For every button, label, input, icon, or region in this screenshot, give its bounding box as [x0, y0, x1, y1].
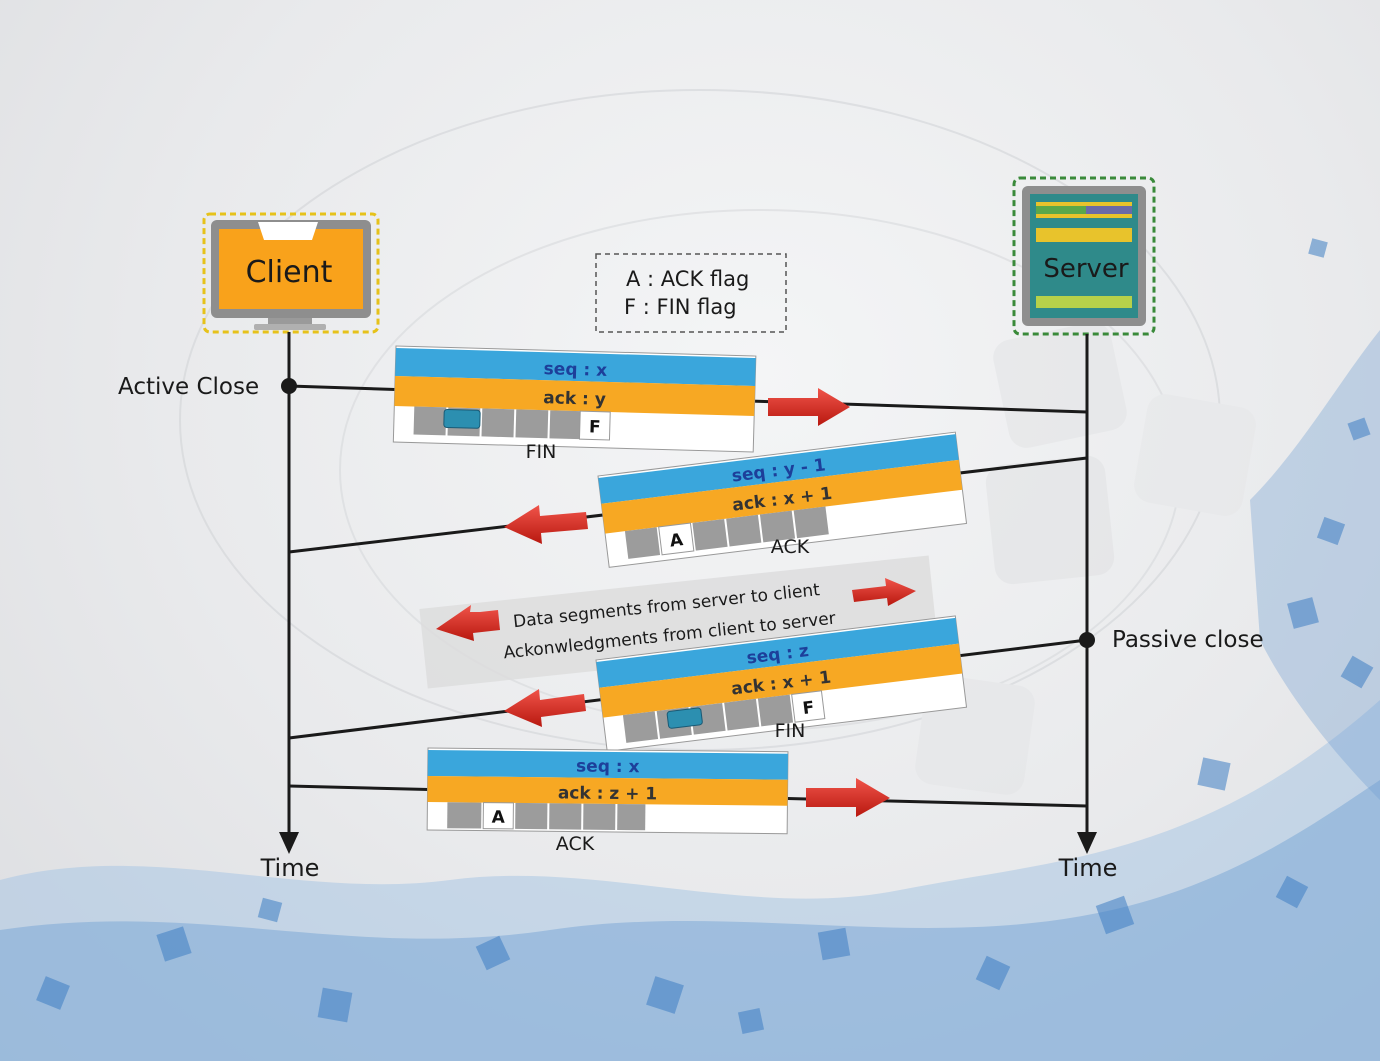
arrow-right-icon — [806, 778, 890, 817]
passive-close-label: Passive close — [1112, 627, 1264, 653]
active-close-label: Active Close — [118, 374, 259, 400]
server-time-label: Time — [1058, 854, 1118, 882]
legend-fin-flag: F : FIN flag — [624, 295, 737, 319]
segment-chip-icon — [666, 707, 703, 729]
flag-legend: A : ACK flag F : FIN flag — [595, 253, 787, 333]
segment-ack: ack : y — [543, 388, 606, 410]
segment-chip-icon — [443, 408, 481, 429]
client-time-label: Time — [260, 854, 320, 882]
ack-band — [427, 775, 788, 806]
segment-fin-1[interactable]: seq : x ack : y F — [392, 345, 757, 453]
client-screen — [219, 229, 363, 309]
segment-flag: F — [589, 417, 601, 437]
ack-band — [394, 375, 756, 417]
server-node[interactable]: Server — [1012, 176, 1156, 336]
server-label: Server — [1043, 254, 1129, 284]
segment-ack-1[interactable]: seq : y - 1 ack : x + 1 A — [597, 431, 968, 568]
legend-ack-flag: A : ACK flag — [626, 267, 749, 291]
seq-band — [427, 749, 788, 780]
arrow-left-icon — [504, 505, 588, 544]
background-decoration — [179, 89, 1256, 795]
arrow-right-icon — [768, 388, 850, 426]
seq-band — [598, 434, 959, 504]
segment-2-name: ACK — [771, 536, 810, 558]
client-node[interactable]: Client — [202, 212, 380, 334]
client-timeline — [279, 332, 299, 854]
segment-1-name: FIN — [526, 441, 557, 463]
direction-arrows — [436, 388, 916, 817]
segment-ack: ack : z + 1 — [558, 783, 658, 804]
segment-3-name: FIN — [775, 720, 806, 742]
seq-band — [395, 347, 756, 387]
ack-band — [599, 643, 963, 718]
arrow-left-icon — [504, 689, 586, 727]
segment-fin-2[interactable]: seq : z ack : x + 1 F — [595, 615, 968, 752]
client-label: Client — [246, 255, 333, 290]
folder-tab-icon — [258, 222, 318, 240]
segment-flag: A — [492, 808, 506, 828]
arrow-right-icon — [852, 578, 916, 606]
segment-flag: F — [802, 698, 816, 719]
seq-band — [596, 617, 959, 688]
blue-cube-cluster — [0, 238, 1380, 1061]
segment-4-name: ACK — [556, 833, 595, 855]
segment-seq: seq : x — [576, 757, 640, 778]
segment-ack-2[interactable]: seq : x ack : z + 1 A — [426, 747, 789, 835]
server-timeline — [1077, 334, 1097, 854]
segment-seq: seq : x — [543, 359, 607, 381]
ack-band — [601, 459, 963, 534]
segment-flag: A — [669, 530, 685, 552]
arrow-left-icon — [436, 605, 500, 641]
